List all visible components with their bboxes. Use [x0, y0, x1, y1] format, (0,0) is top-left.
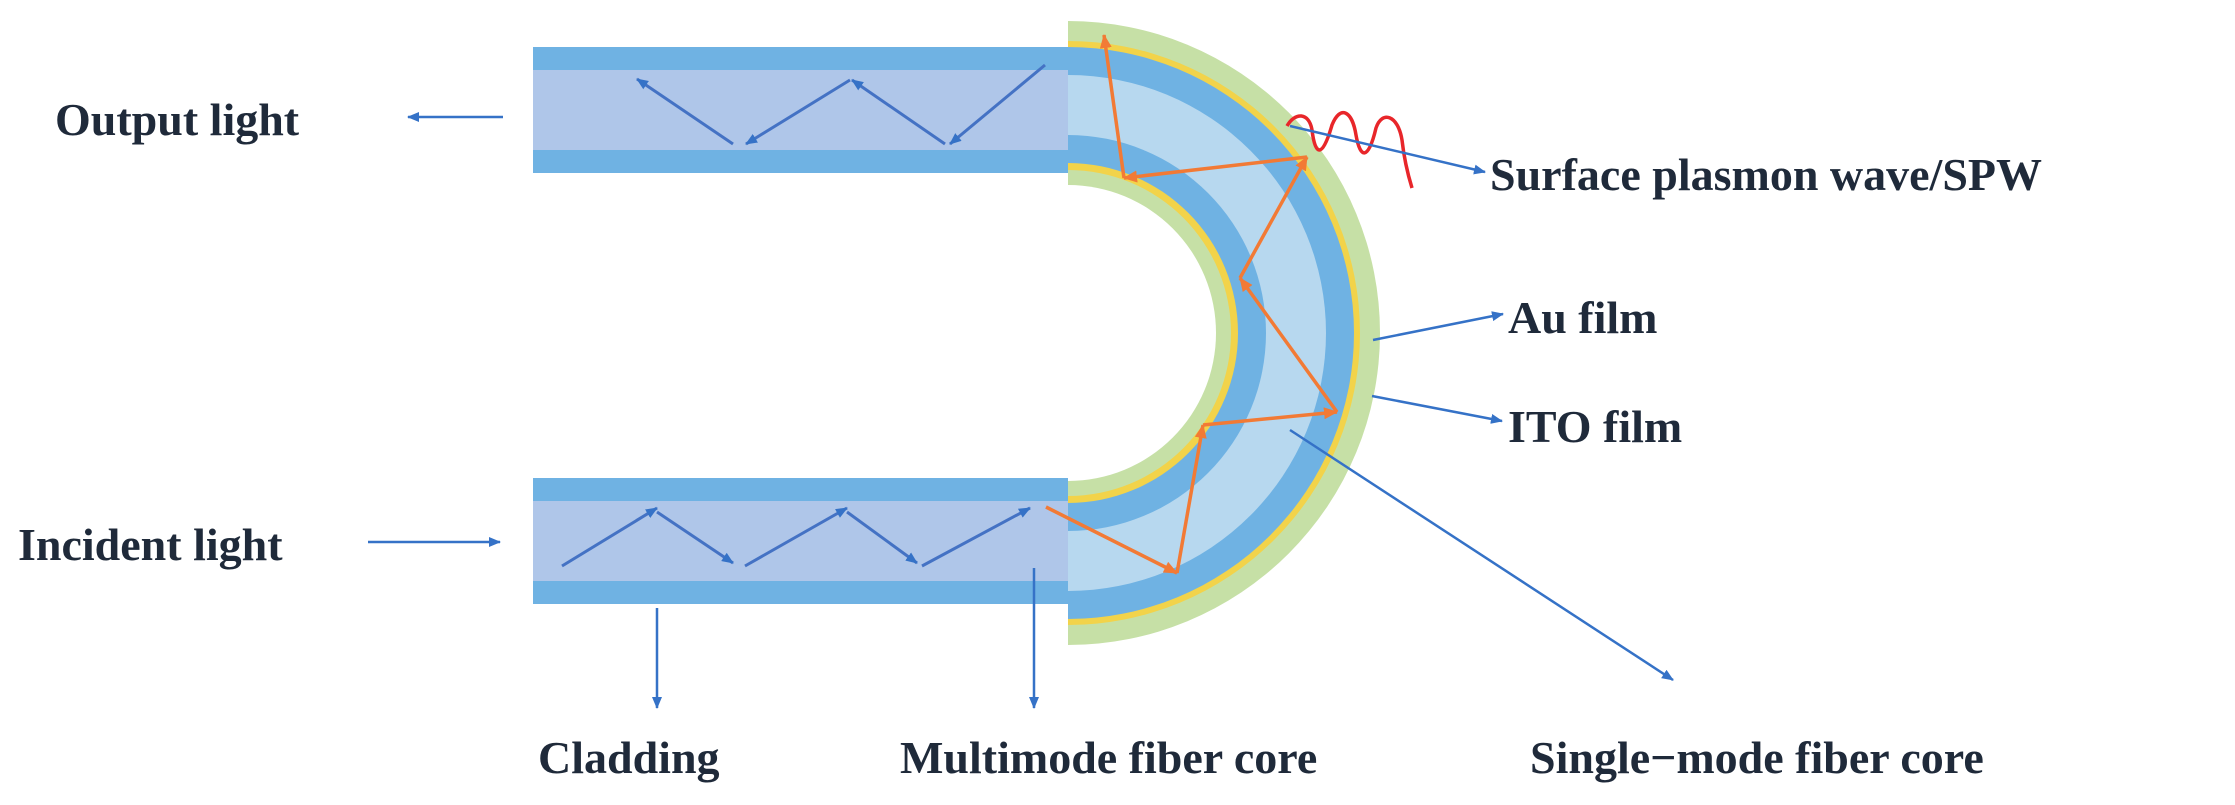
multimode-fiber-core-label: Multimode fiber core — [900, 732, 1318, 783]
multimode-fiber-core-bottom — [533, 501, 1068, 581]
output-light-label: Output light — [55, 94, 300, 145]
output-rays — [636, 63, 1046, 146]
bent-ray-5 — [1238, 156, 1309, 279]
bent-ray-1 — [1045, 505, 1178, 575]
bent-fiber-section — [1068, 21, 1380, 645]
incident-ray-3 — [744, 506, 848, 568]
incident-rays — [561, 506, 1031, 568]
bent-ray-4 — [1238, 276, 1339, 414]
spw-label: Surface plasmon wave/SPW — [1490, 149, 2042, 200]
incident-ray-5 — [921, 506, 1031, 568]
au-film-pointer-arrow — [1372, 311, 1504, 342]
incident-ray-1 — [561, 506, 658, 568]
input-fiber-segment — [533, 478, 1068, 604]
output-ray-4 — [636, 77, 734, 146]
spw-pointer-arrow — [1289, 124, 1486, 175]
singlemode-fiber-core-label: Single−mode fiber core — [1530, 732, 1984, 783]
incident-light-label: Incident light — [18, 519, 283, 570]
pointer-arrows — [368, 112, 1674, 709]
bent-ray-7 — [1099, 34, 1126, 179]
incident-ray-2 — [656, 510, 734, 565]
au-film-label: Au film — [1508, 292, 1658, 343]
cladding-label: Cladding — [538, 732, 720, 783]
output-ray-2 — [851, 78, 946, 146]
bend-center-gap — [1068, 185, 1216, 481]
output-ray-3 — [745, 78, 851, 146]
output-ray-1 — [949, 63, 1046, 146]
bent-ray-2 — [1175, 424, 1207, 574]
bent-ray-6 — [1123, 155, 1308, 183]
ito-film-label: ITO film — [1508, 401, 1683, 452]
incident-ray-4 — [846, 510, 918, 565]
bent-ray-3 — [1202, 407, 1338, 427]
singlemode-core-pointer-arrow — [1289, 428, 1674, 682]
bent-rays — [1045, 34, 1339, 575]
ito-film-pointer-arrow — [1371, 394, 1503, 424]
